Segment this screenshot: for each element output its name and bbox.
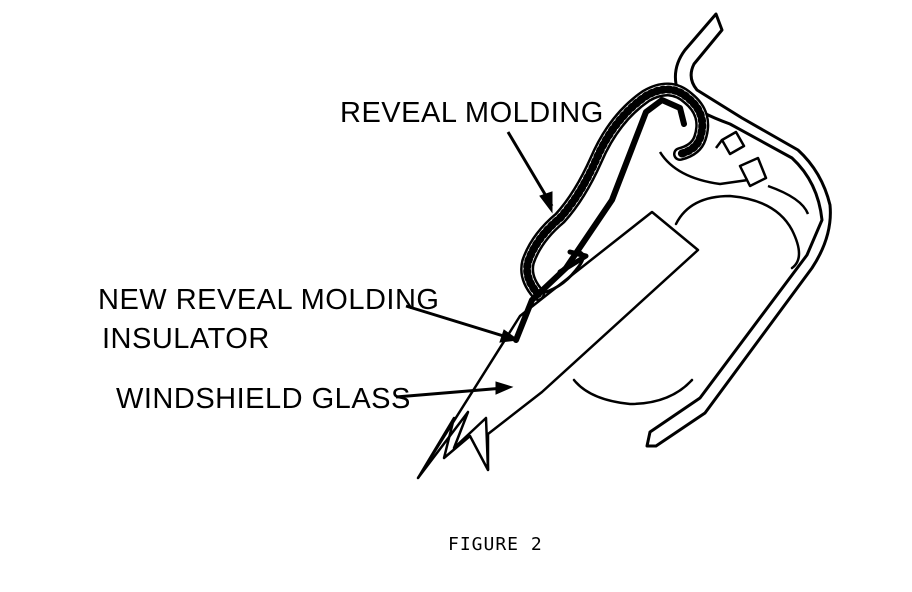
windshield-glass-arrowhead: [495, 381, 514, 395]
figure-caption: FIGURE 2: [448, 534, 543, 555]
insulator-arrowhead: [499, 329, 520, 343]
leader-arrows: [395, 131, 554, 399]
insulator-label-line2: INSULATOR: [102, 323, 270, 355]
glass-break-lines: [417, 410, 490, 479]
molding-retainer-clip: [658, 130, 810, 215]
windshield-glass-panel: [416, 210, 700, 480]
windshield-glass-arrow: [395, 386, 505, 399]
reveal-molding-insulator: [513, 97, 687, 343]
reveal-molding-label: REVEAL MOLDING: [340, 97, 604, 129]
reveal-molding-arrow: [506, 131, 554, 207]
windshield-glass-label: WINDSHIELD GLASS: [116, 383, 411, 415]
reveal-molding-arrowhead: [539, 191, 553, 214]
insulator-label-line1: NEW REVEAL MOLDING: [98, 284, 439, 316]
insulator-arrow: [405, 304, 511, 340]
